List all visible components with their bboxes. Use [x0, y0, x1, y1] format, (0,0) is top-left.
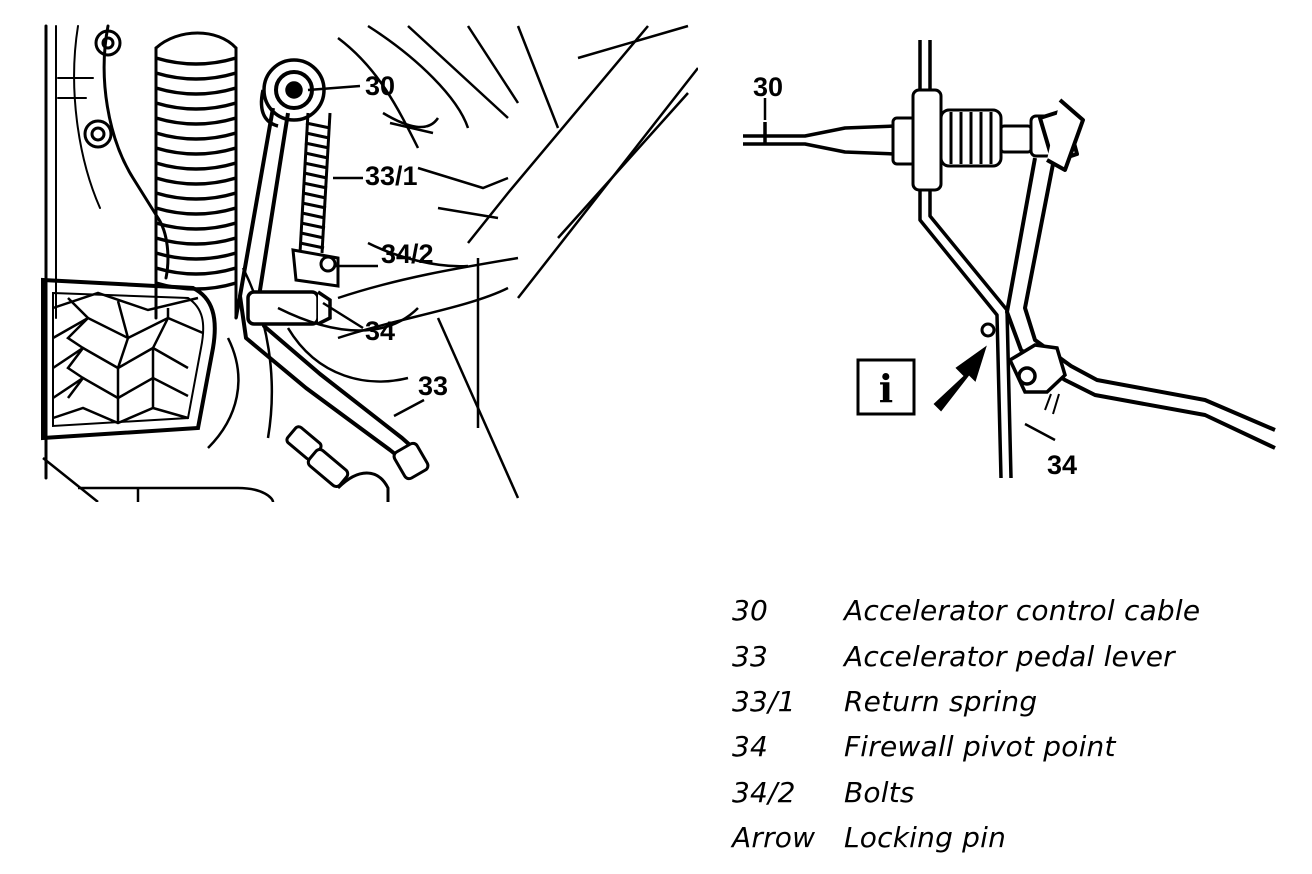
callout-33-1: 33/1 [365, 161, 418, 191]
legend-row-30: 30 Accelerator control cable [732, 588, 1292, 633]
callout-33: 33 [418, 371, 448, 401]
callout-30-right: 30 [753, 72, 783, 102]
legend-row-33-1: 33/1 Return spring [732, 679, 1292, 724]
legend-row-33: 33 Accelerator pedal lever [732, 633, 1292, 678]
legend-key: 33 [732, 639, 769, 673]
legend-key: 33/1 [732, 684, 796, 718]
legend-description: Return spring [844, 684, 1038, 718]
legend-description: Accelerator control cable [844, 594, 1201, 628]
legend-key: Arrow [732, 821, 816, 855]
callout-34-right: 34 [1047, 450, 1077, 480]
legend: 30 Accelerator control cable 33 Accelera… [732, 588, 1292, 860]
pivot-detail-illustration: i 30 34 [743, 40, 1276, 480]
legend-key: 34 [732, 730, 769, 764]
callout-34-2: 34/2 [381, 239, 434, 269]
callout-30-left: 30 [365, 71, 395, 101]
callout-34-left: 34 [365, 316, 395, 346]
legend-row-34: 34 Firewall pivot point [732, 724, 1292, 769]
legend-description: Locking pin [844, 821, 1007, 855]
pedal-assembly-illustration: 30 33/1 34/2 34 33 [41, 24, 698, 502]
legend-row-34-2: 34/2 Bolts [732, 770, 1292, 815]
svg-text:i: i [879, 366, 893, 411]
legend-description: Bolts [844, 775, 915, 809]
legend-key: 30 [732, 594, 769, 628]
legend-description: Accelerator pedal lever [844, 639, 1175, 673]
legend-key: 34/2 [732, 775, 796, 809]
info-icon: i [856, 358, 916, 416]
legend-row-arrow: Arrow Locking pin [732, 815, 1292, 860]
arrow-icon [933, 345, 987, 412]
legend-description: Firewall pivot point [844, 730, 1116, 764]
